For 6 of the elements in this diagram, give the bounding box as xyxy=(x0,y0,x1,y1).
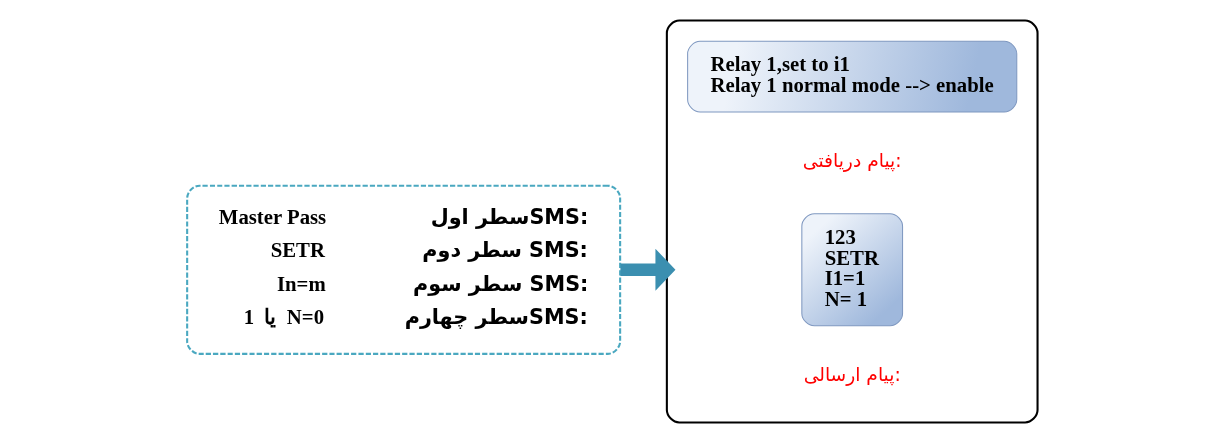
node-box: Relay 1,set to i1 Relay 1 normal mode --> enable xyxy=(686,40,1017,113)
cluster xyxy=(665,19,1039,424)
node-label: پیام دریافتی: xyxy=(802,150,902,172)
arrow xyxy=(619,248,675,291)
node-label: پیام ارسالی: xyxy=(803,364,901,386)
node-box: 123 SETR I1=1 N= 1 xyxy=(800,213,903,327)
